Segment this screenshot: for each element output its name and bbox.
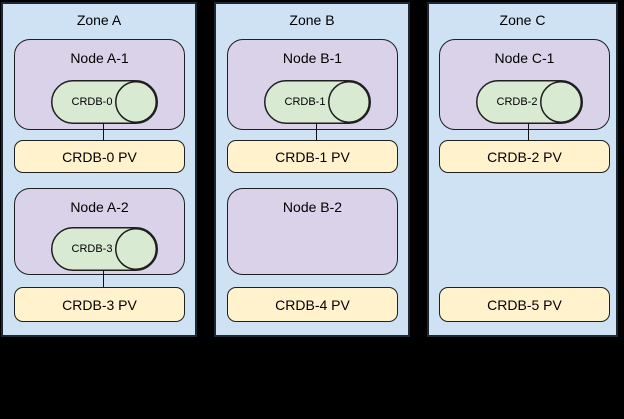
pv-label: CRDB-5 PV xyxy=(487,296,562,313)
node-label: Node B-1 xyxy=(282,50,343,66)
zone-c: Zone C Node C-1 CRDB-2 CRDB-2 PV CRDB-5 … xyxy=(427,2,618,337)
pv-label: CRDB-0 PV xyxy=(62,148,137,165)
pod-label: CRDB-1 xyxy=(284,96,326,108)
crdb-pod-cylinder: CRDB-2 xyxy=(476,80,583,124)
node-label: Node A-2 xyxy=(70,199,129,215)
node-b-2: Node B-2 xyxy=(227,188,398,275)
pod-pv-connector xyxy=(316,123,317,141)
cylinder-shape-icon xyxy=(51,80,158,124)
pv-box: CRDB-3 PV xyxy=(14,287,185,322)
pod-label: CRDB-0 xyxy=(71,96,113,108)
pv-box: CRDB-5 PV xyxy=(439,287,610,322)
node-label: Node C-1 xyxy=(494,50,555,66)
pod-pv-connector xyxy=(103,123,104,141)
node-c-1: Node C-1 CRDB-2 xyxy=(439,39,610,130)
zone-b: Zone B Node B-1 CRDB-1 CRDB-1 PV Node B-… xyxy=(214,2,410,337)
node-a-2: Node A-2 CRDB-3 xyxy=(14,188,185,275)
pv-box: CRDB-2 PV xyxy=(439,140,610,173)
pv-label: CRDB-1 PV xyxy=(275,148,350,165)
pv-box: CRDB-1 PV xyxy=(227,140,398,173)
pv-box: CRDB-0 PV xyxy=(14,140,185,173)
cylinder-shape-icon xyxy=(264,80,371,124)
pv-box: CRDB-4 PV xyxy=(227,287,398,322)
crdb-pod-cylinder: CRDB-1 xyxy=(264,80,371,124)
pv-label: CRDB-4 PV xyxy=(275,296,350,313)
pod-pv-connector xyxy=(103,270,104,288)
cylinder-shape-icon xyxy=(51,227,158,271)
zone-title: Zone B xyxy=(289,12,335,28)
pod-label: CRDB-2 xyxy=(496,96,538,108)
node-b-1: Node B-1 CRDB-1 xyxy=(227,39,398,130)
node-label: Node A-1 xyxy=(70,50,129,66)
pv-label: CRDB-2 PV xyxy=(487,148,562,165)
zone-a: Zone A Node A-1 CRDB-0 CRDB-0 PV Node A-… xyxy=(1,2,197,337)
crdb-pod-cylinder: CRDB-0 xyxy=(51,80,158,124)
pod-pv-connector xyxy=(528,123,529,141)
node-label: Node B-2 xyxy=(282,199,343,215)
node-a-1: Node A-1 CRDB-0 xyxy=(14,39,185,130)
pod-label: CRDB-3 xyxy=(71,243,113,255)
cylinder-shape-icon xyxy=(476,80,583,124)
zone-title: Zone A xyxy=(76,12,122,28)
crdb-pod-cylinder: CRDB-3 xyxy=(51,227,158,271)
pv-label: CRDB-3 PV xyxy=(62,296,137,313)
zone-title: Zone C xyxy=(499,12,546,28)
